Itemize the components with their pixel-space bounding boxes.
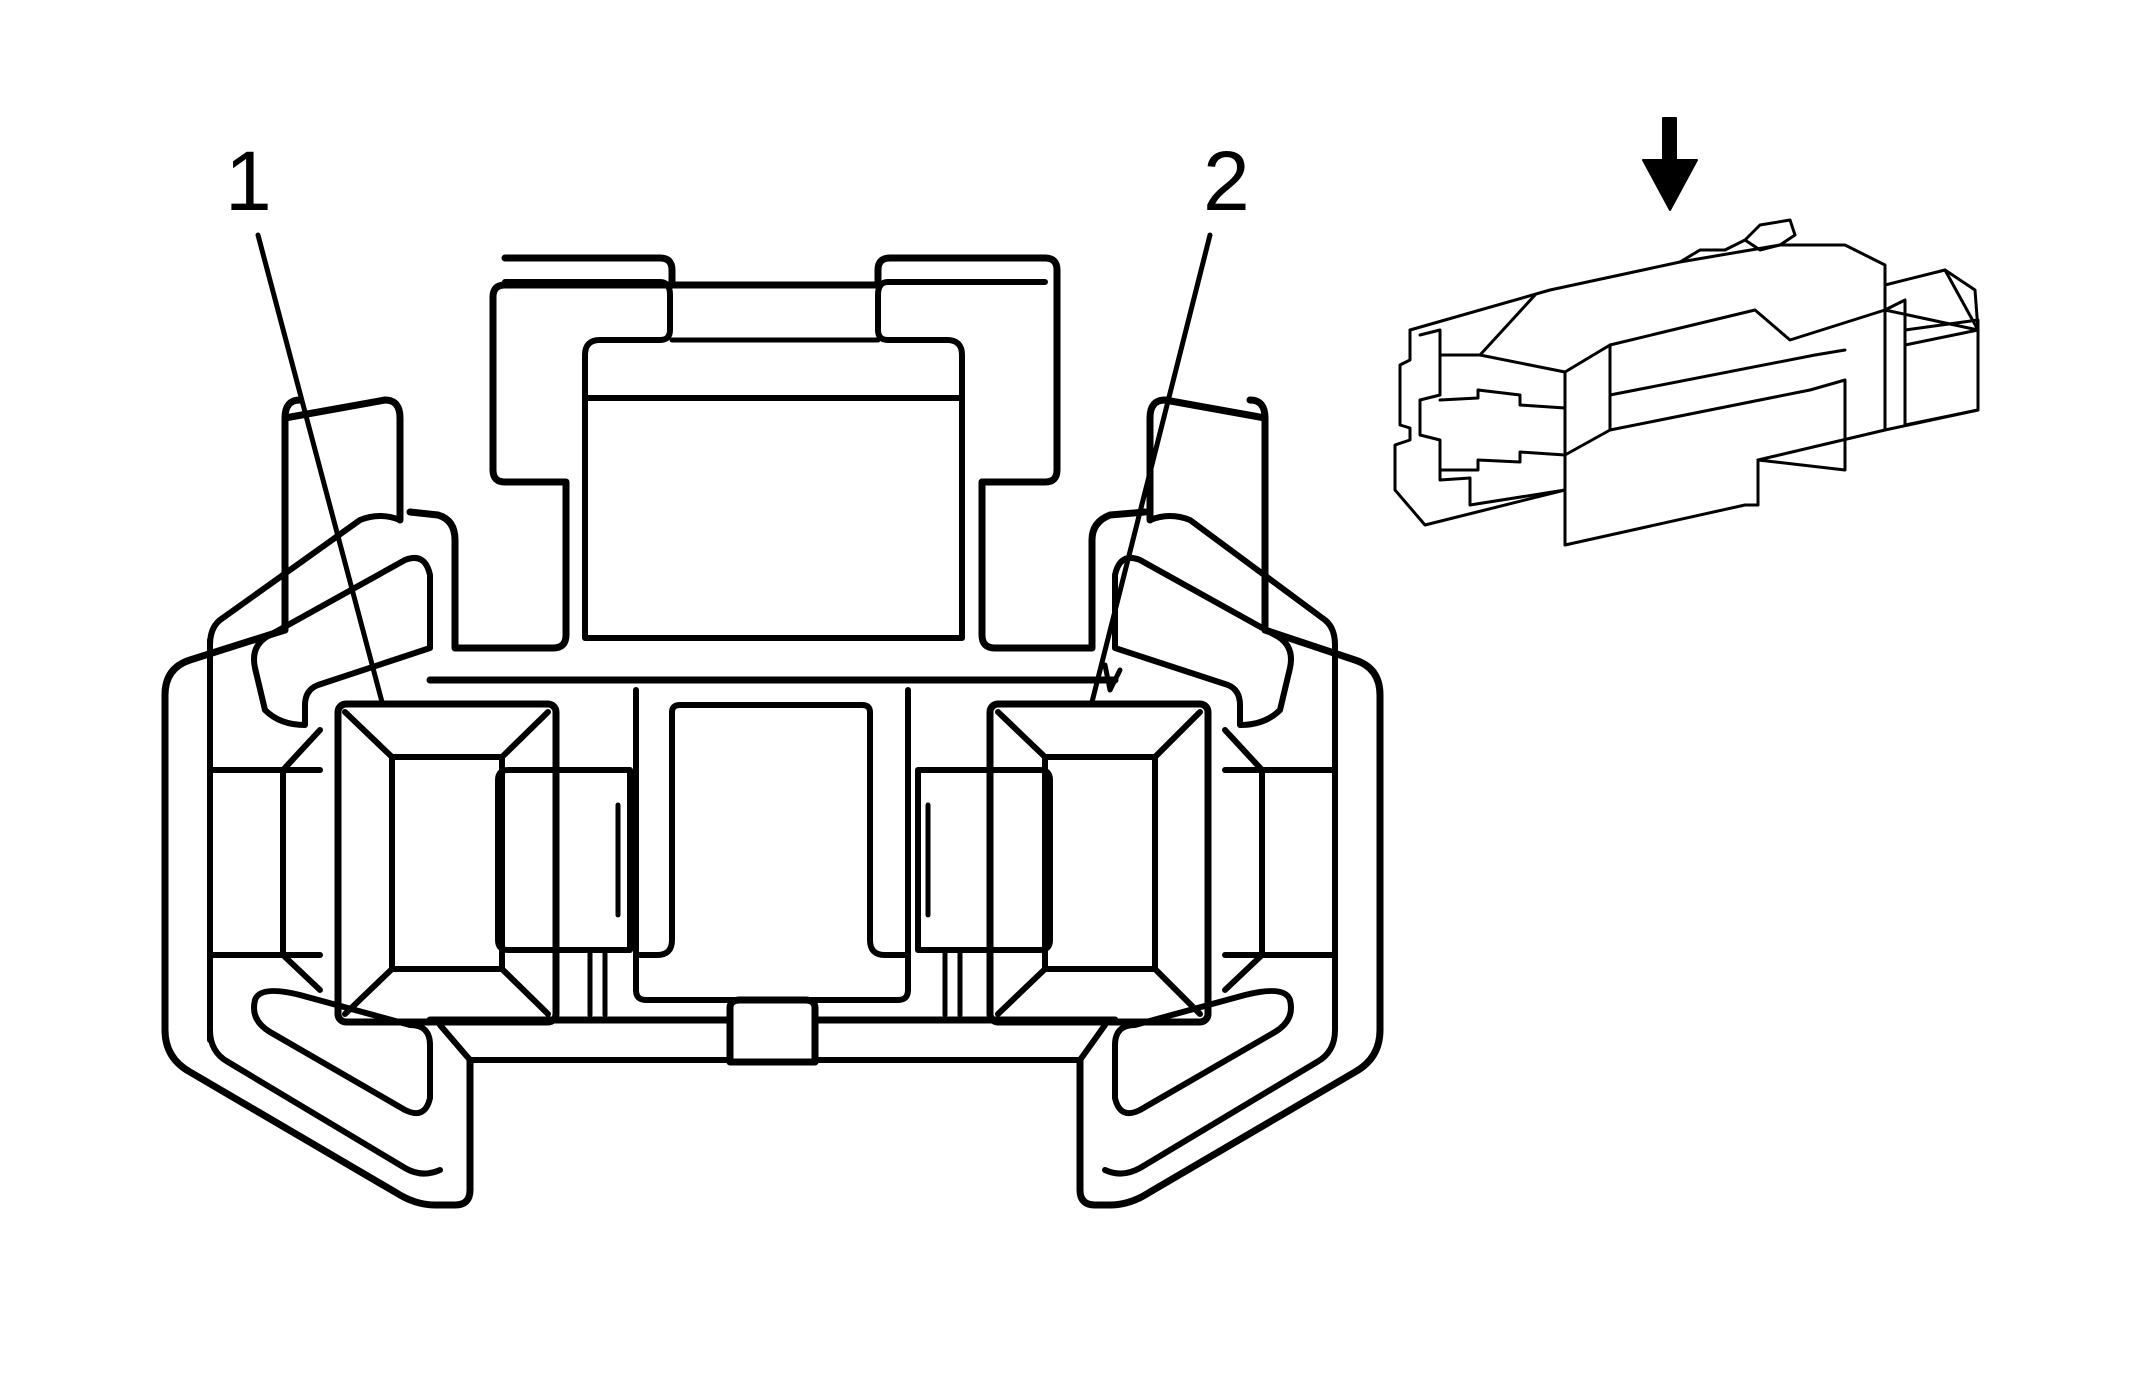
right-shell-slant-top bbox=[1222, 727, 1265, 773]
right-shell-tab bbox=[1146, 396, 1269, 524]
pin-1-label: 1 bbox=[225, 134, 272, 228]
left-shell-tab bbox=[281, 396, 404, 524]
cavity-1-side-tab bbox=[495, 767, 633, 953]
down-arrow-icon bbox=[1642, 117, 1698, 211]
iso-housing-front bbox=[1393, 328, 1980, 547]
iso-housing-right-tab bbox=[1903, 318, 1980, 427]
iso-housing-latch bbox=[1563, 343, 1847, 492]
left-shell-window-bottom bbox=[251, 988, 433, 1116]
right-shell-window-top bbox=[1112, 554, 1294, 728]
left-shell-inner bbox=[207, 513, 443, 1177]
pin-1-leader-line bbox=[255, 232, 385, 705]
iso-housing-window bbox=[1438, 388, 1567, 472]
left-shell-slant-bottom bbox=[280, 952, 323, 993]
right-shell-slant-bottom bbox=[1222, 952, 1265, 993]
bottom-key-notch bbox=[726, 996, 819, 1066]
iso-housing-slot bbox=[1608, 348, 1847, 432]
iso-housing-ridge bbox=[1478, 293, 1980, 374]
connector-face-view bbox=[161, 232, 1384, 1209]
pin-cavity-2 bbox=[986, 700, 1212, 1026]
left-shell-window-top bbox=[251, 554, 433, 728]
iso-housing-top-lock bbox=[1678, 218, 1797, 264]
cavity-2-side-tab bbox=[915, 767, 1053, 953]
iso-housing-side bbox=[1883, 268, 1980, 432]
right-shell-window-bottom bbox=[1112, 988, 1294, 1116]
center-body-bottom bbox=[437, 1022, 1108, 1063]
top-latch-inner bbox=[502, 279, 1048, 641]
left-shell-slant-top bbox=[280, 727, 323, 773]
top-latch-outer bbox=[501, 254, 1149, 652]
pin-2-label: 2 bbox=[1203, 134, 1250, 228]
top-latch-outer-left bbox=[406, 281, 676, 652]
pin-2-leader-arrow bbox=[1102, 662, 1123, 693]
center-lock-inner bbox=[669, 702, 908, 958]
iso-housing-face bbox=[1418, 328, 1567, 507]
pin-2-leader-line bbox=[1089, 232, 1213, 705]
center-lock-inner-left bbox=[637, 709, 675, 958]
connector-isometric-view bbox=[1393, 117, 1980, 547]
pin-cavity-1 bbox=[334, 700, 560, 1026]
right-shell-inner bbox=[1102, 513, 1338, 1177]
iso-housing-top bbox=[1408, 243, 1980, 332]
